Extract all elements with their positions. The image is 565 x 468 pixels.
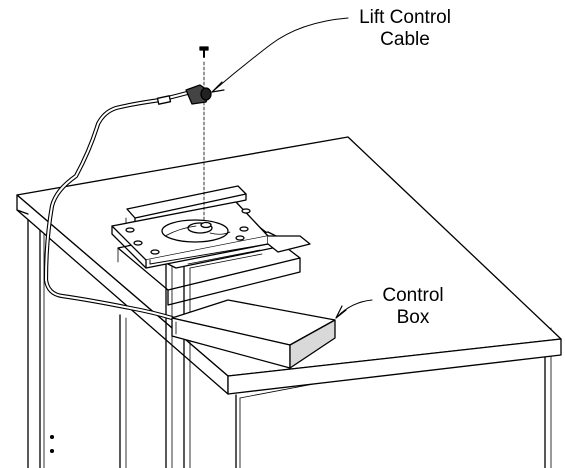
leader-lines (211, 17, 373, 319)
mounting-plate (111, 185, 311, 269)
callout-lift-control-cable-line1: Lift Control (359, 7, 451, 28)
lift-control-cable (43, 84, 212, 321)
callout-control-box-line1: Control (382, 285, 444, 306)
callout-lift-control-cable: Lift Control Cable (330, 7, 480, 51)
control-box (171, 299, 336, 369)
callout-control-box: Control Box (353, 285, 473, 329)
callout-lift-control-cable-line2: Cable (380, 29, 430, 50)
callout-control-box-line2: Box (396, 307, 430, 328)
